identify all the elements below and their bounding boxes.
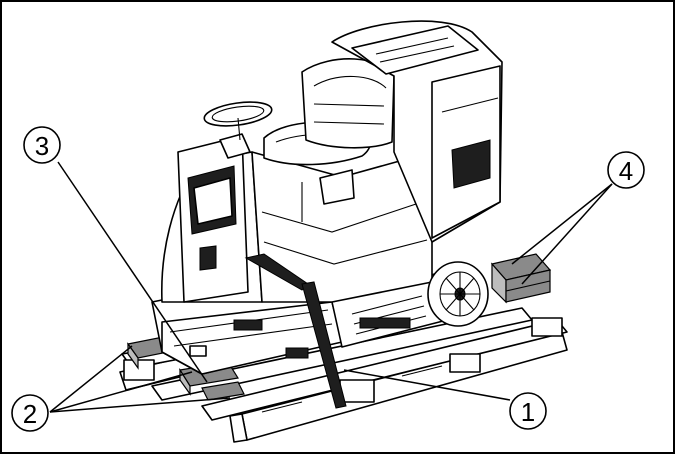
leader-4b (521, 183, 613, 285)
leader-lines (49, 161, 613, 413)
rear-support-blocks (490, 253, 552, 304)
callout-3: 3 (23, 126, 61, 164)
callout-2-label: 2 (23, 399, 37, 429)
leader-2b (49, 371, 193, 413)
strap-vertical-section (301, 281, 347, 409)
callout-4: 4 (607, 151, 645, 189)
rear-label (451, 139, 491, 189)
callout-2: 2 (11, 394, 49, 432)
leader-3 (57, 161, 208, 383)
tie-down-strap (244, 253, 347, 409)
callout-1: 1 (509, 392, 547, 430)
steering-wheel (203, 101, 273, 127)
leader-2a (49, 345, 133, 413)
seat-back (301, 58, 395, 149)
callout-4-label: 4 (619, 156, 633, 186)
armrest-lever (319, 169, 355, 205)
callout-3-label: 3 (35, 131, 49, 161)
leader-4a (511, 183, 613, 265)
floor-scrubber-machine (151, 20, 503, 375)
leader-1 (343, 369, 511, 401)
front-block-right (201, 381, 245, 401)
callout-1-label: 1 (521, 397, 535, 427)
leader-2c (49, 397, 231, 413)
console-logo (199, 245, 217, 271)
